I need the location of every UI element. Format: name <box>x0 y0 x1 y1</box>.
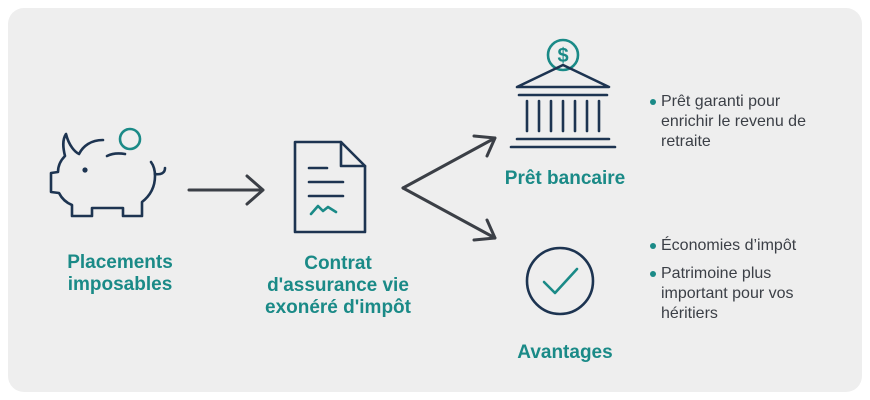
pret-label: Prêt bancaire <box>504 168 626 189</box>
arrow-right-icon <box>187 174 265 206</box>
pret-bullets: Prêt garanti pour enrichir le revenu de … <box>650 92 830 160</box>
piggy-bank-icon <box>49 127 167 218</box>
pret-bullet-1: Prêt garanti pour enrichir le revenu de … <box>650 92 830 152</box>
avantages-bullet-1: Économies d’impôt <box>650 236 850 256</box>
contract-document-icon <box>293 140 367 234</box>
avantages-bullets: Économies d’impôt Patrimoine plus import… <box>650 236 850 332</box>
svg-text:$: $ <box>557 45 568 67</box>
avantages-bullet-2: Patrimoine plus important pour vos hérit… <box>650 264 811 324</box>
fork-arrows-icon <box>401 134 497 242</box>
diagram-panel <box>8 8 862 392</box>
check-circle-icon <box>525 246 595 316</box>
bank-dollar-icon: $ <box>509 38 617 149</box>
placements-label: Placements imposables <box>67 252 173 295</box>
contrat-label: Contrat d'assurance vie exonéré d'impôt <box>265 253 411 318</box>
avantages-label: Avantages <box>517 342 613 363</box>
